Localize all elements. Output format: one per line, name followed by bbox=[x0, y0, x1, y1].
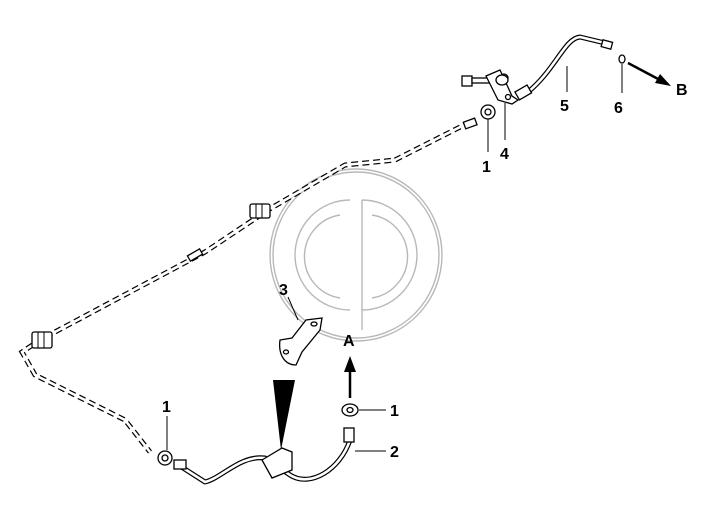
dashed-pipe-route bbox=[18, 119, 472, 454]
arrow-to-b bbox=[627, 61, 671, 86]
bolt bbox=[461, 75, 491, 87]
pipe-5 bbox=[514, 34, 614, 101]
washer-lower-right bbox=[341, 403, 359, 417]
fitting-upper-left bbox=[462, 117, 478, 130]
callout-4: 4 bbox=[500, 146, 509, 163]
washer-upper bbox=[480, 104, 496, 120]
arrow-to-a bbox=[344, 356, 356, 398]
pipe-2 bbox=[177, 427, 355, 485]
pipe-clip-bottom bbox=[261, 447, 293, 479]
bracket-3 bbox=[279, 317, 323, 366]
washer-lower-left bbox=[157, 450, 173, 466]
leader-3 bbox=[287, 296, 299, 321]
pipe-union bbox=[186, 248, 204, 262]
fitting-lower-left bbox=[173, 459, 187, 470]
callout-6: 6 bbox=[614, 100, 623, 117]
nut bbox=[495, 74, 509, 86]
callout-3: 3 bbox=[279, 282, 288, 299]
callout-b: B bbox=[676, 82, 688, 99]
pipe-clip-upper bbox=[249, 203, 271, 219]
callout-1-upper: 1 bbox=[482, 159, 491, 176]
install-arrow bbox=[273, 380, 295, 450]
callout-5: 5 bbox=[560, 98, 569, 115]
pipe-clip-lower bbox=[31, 331, 53, 349]
seal-ring-6 bbox=[618, 54, 626, 64]
callout-a: A bbox=[343, 333, 355, 350]
callout-1-right: 1 bbox=[390, 403, 399, 420]
callout-2: 2 bbox=[390, 444, 399, 461]
watermark-logo bbox=[269, 168, 443, 342]
callout-1-left: 1 bbox=[162, 399, 171, 416]
